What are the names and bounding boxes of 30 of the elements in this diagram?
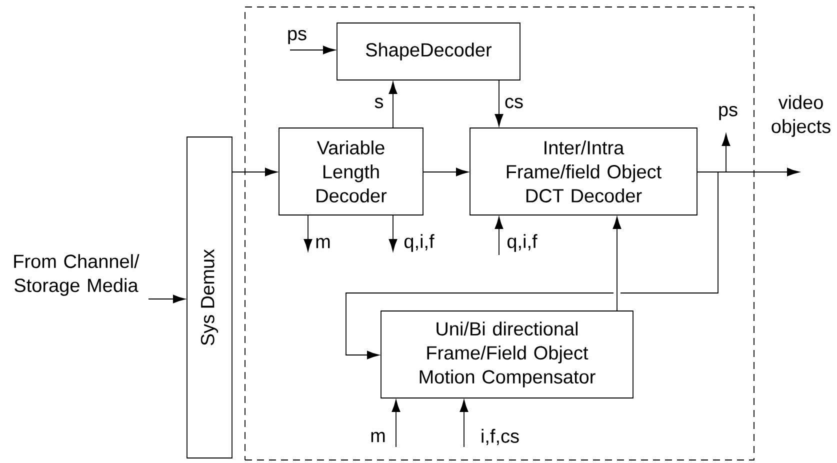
edge-label: q,i,f — [404, 234, 434, 252]
arrow — [148, 294, 186, 304]
edge-label: i,f,cs — [482, 428, 519, 446]
arrow — [232, 168, 278, 176]
compensator-box: Uni/Bi directional Frame/Field Object Motion Compensator — [380, 310, 634, 398]
dashed-frame — [244, 6, 754, 460]
edge-label: ps — [719, 106, 738, 120]
arrow — [460, 400, 468, 448]
arrow — [494, 216, 504, 256]
arrow — [422, 168, 468, 176]
arrow — [290, 46, 336, 54]
edge-label: m — [371, 432, 385, 442]
arrow — [346, 172, 718, 360]
output-label: video objects — [772, 95, 830, 137]
arrow — [392, 400, 400, 448]
decoder-box: Inter/Intra Frame/field Object DCT Decoder — [470, 128, 698, 216]
edge-label: ps — [288, 30, 306, 44]
edge-label: s — [374, 98, 384, 108]
arrow — [388, 82, 398, 128]
arrow — [388, 214, 398, 252]
edge-label: cs — [505, 98, 523, 108]
arrow — [494, 80, 504, 126]
input-label: From Channel/ Storage Media — [14, 254, 140, 296]
decoder-box: ShapeDecoder — [336, 22, 520, 80]
edge-label: m — [316, 238, 330, 248]
edge-label: q,i,f — [508, 234, 538, 252]
arrow — [304, 214, 312, 252]
demux-box: Sys Demux — [186, 136, 232, 458]
arrow — [612, 216, 622, 312]
decoder-box: Variable Length Decoder — [278, 128, 424, 216]
